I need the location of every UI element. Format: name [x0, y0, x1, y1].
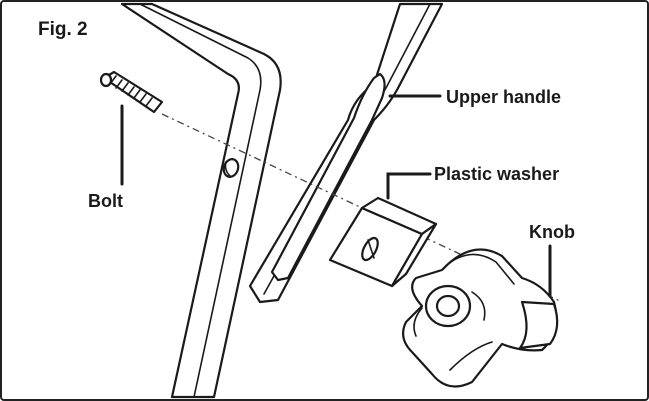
- callout-bolt: Bolt: [88, 104, 124, 211]
- knob-label: Knob: [529, 222, 575, 242]
- upper-handle-label: Upper handle: [446, 87, 561, 107]
- adjustment-slot: [270, 72, 386, 282]
- bolt: [99, 70, 164, 114]
- knob: [401, 248, 559, 388]
- plastic-washer-label: Plastic washer: [434, 164, 559, 184]
- plastic-washer: [328, 196, 438, 288]
- bolt-label: Bolt: [88, 191, 123, 211]
- callout-plastic-washer: Plastic washer: [386, 164, 559, 200]
- upper-handle: [248, 2, 444, 304]
- callout-upper-handle: Upper handle: [388, 87, 561, 107]
- lower-handle-frame: [120, 2, 282, 399]
- figure-label: Fig. 2: [38, 19, 88, 40]
- callout-knob: Knob: [529, 222, 575, 298]
